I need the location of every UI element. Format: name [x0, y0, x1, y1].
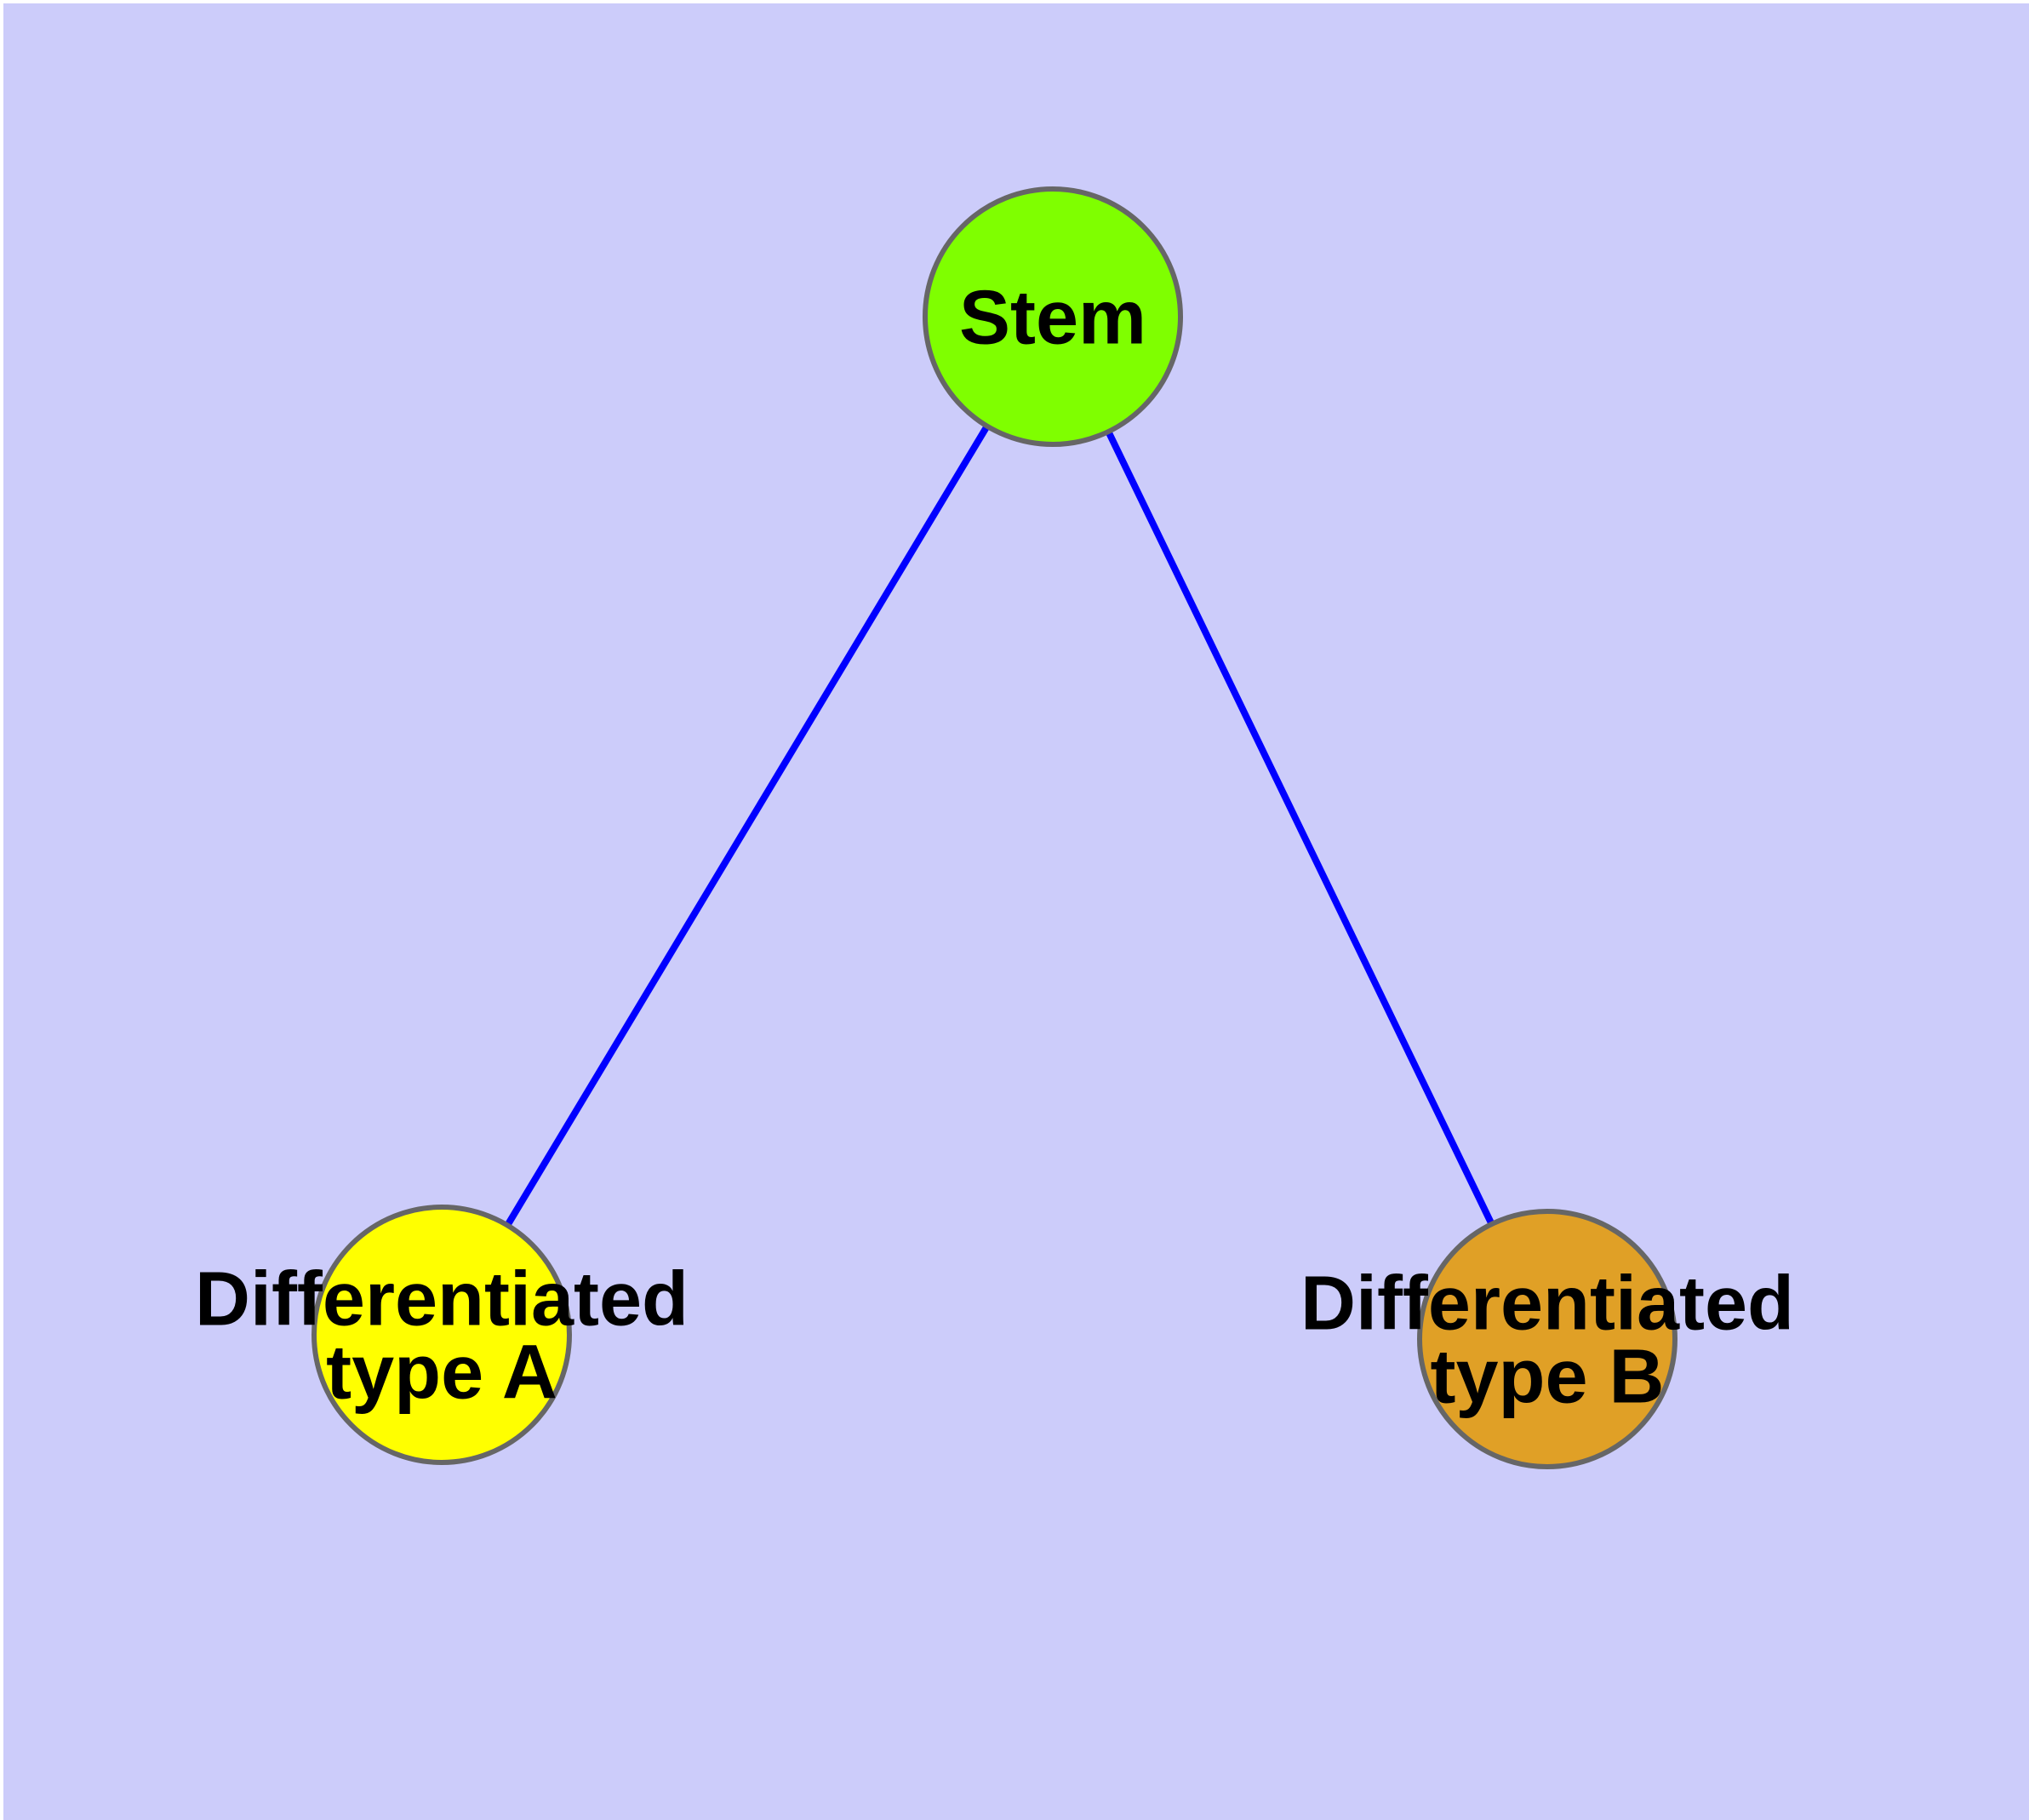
node-layer: Stem Differentiated type A Differentiate… — [195, 186, 1794, 1469]
node-differentiated-type-a-label-line-1: Differentiated — [195, 1256, 689, 1342]
node-stem-label-line-1: Stem — [959, 276, 1146, 361]
node-differentiated-type-a-circle[interactable] — [311, 1205, 572, 1465]
node-differentiated-type-a-label-line-2: type A — [326, 1331, 557, 1416]
edge-layer — [504, 424, 1495, 1228]
graph-svg: Stem Differentiated type A Differentiate… — [195, 186, 1794, 1469]
node-differentiated-type-b-label-line-1: Differentiated — [1300, 1261, 1794, 1346]
edge-stem-to-differentiated-type-a[interactable] — [504, 424, 991, 1228]
node-differentiated-type-b[interactable]: Differentiated type B — [1300, 1209, 1794, 1469]
node-stem-circle[interactable] — [923, 186, 1183, 447]
node-differentiated-type-b-label-line-2: type B — [1430, 1335, 1664, 1420]
edge-stem-to-differentiated-type-b[interactable] — [1105, 430, 1495, 1226]
node-differentiated-type-b-circle[interactable] — [1417, 1209, 1677, 1469]
node-stem[interactable]: Stem — [923, 186, 1183, 447]
node-differentiated-type-a[interactable]: Differentiated type A — [195, 1205, 689, 1465]
graph-canvas: Stem Differentiated type A Differentiate… — [3, 3, 2029, 1820]
